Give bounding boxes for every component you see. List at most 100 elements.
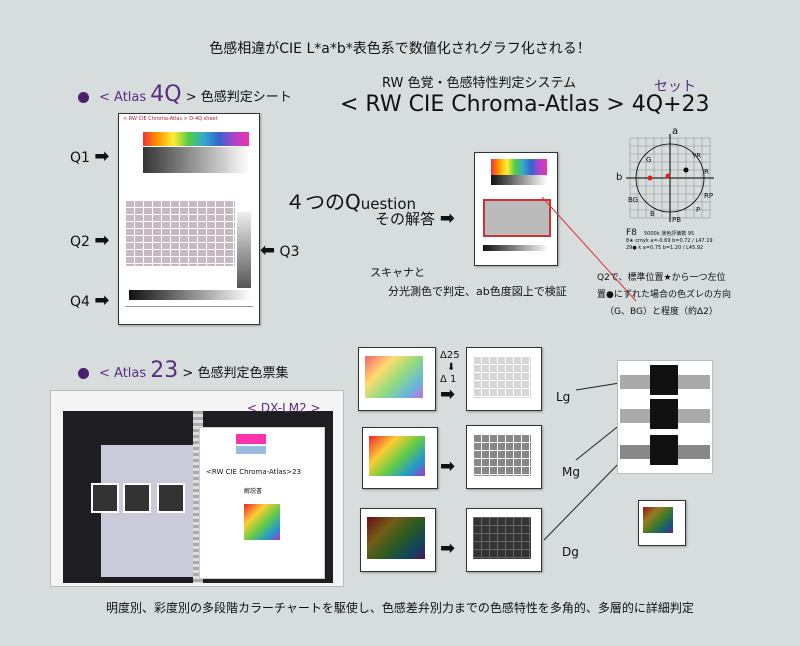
answer-q2-highlight — [483, 199, 551, 237]
f-line3: 29● k a=0.75 b=1.20 / L45.92 — [626, 245, 704, 251]
q2-label: Q2 ➡ — [70, 230, 109, 251]
q4-text: Q4 — [70, 294, 90, 310]
sheet-q2-grid — [125, 200, 235, 266]
chart-dg-color-fill — [367, 517, 425, 559]
atlas23-prefix: < Atlas — [99, 366, 151, 381]
sheet-q1-hue-strip — [143, 132, 249, 146]
f-line1: 5000k 演色評価数 95 — [644, 231, 695, 237]
q2note-line3: （G、BG）と程度（約Δ2） — [605, 307, 718, 317]
booklet-blue-tab — [236, 446, 266, 454]
chart-mg-gray — [466, 425, 542, 489]
question-prefix: ４つの — [285, 190, 345, 214]
answer-q4-strip — [483, 245, 549, 251]
dx-label: < DX-LM2 > — [247, 401, 321, 415]
binder-card-1 — [91, 483, 119, 513]
q2note-line1: Q2で、標準位置★から一つ左位 — [597, 273, 726, 283]
axis-a-label: a — [672, 126, 679, 137]
chart-lg-color — [358, 347, 436, 411]
f-label: F8 — [626, 228, 637, 238]
arrow-right-icon: ➡ — [440, 384, 456, 405]
q1-text: Q1 — [70, 150, 90, 166]
region-yr: YR — [692, 152, 702, 160]
binder-card-3 — [157, 483, 185, 513]
atlas4q-suffix: > 色感判定シート — [181, 90, 292, 105]
chart-mg-color-fill — [369, 436, 425, 476]
arrow-left-icon: ⬅ — [260, 240, 276, 261]
q3-label: ⬅ Q3 — [260, 240, 299, 261]
booklet-title: <RW CIE Chroma-Atlas>23 — [206, 468, 302, 476]
sheet-q1-gray-strip — [143, 147, 249, 173]
chart-dg-color — [360, 508, 436, 572]
group-lg: Lg — [556, 390, 571, 404]
region-pb: PB — [672, 216, 682, 224]
answer-gray-strip — [491, 175, 547, 185]
atlas4q-sheet: < RW CIE Chroma-Atlas > D-4Q sheet — [118, 113, 260, 325]
axis-b-label: b — [616, 172, 623, 183]
chart-lg-color-fill — [365, 356, 423, 398]
small-chart-fill — [643, 507, 673, 533]
question-line1: ４つのQuestion — [285, 186, 416, 215]
answer-sheet — [474, 152, 558, 266]
region-r: R — [704, 168, 709, 176]
footer-text: 明度別、彩度別の多段階カラーチャートを駆使し、色感差弁別力までの色感特性を多角的… — [106, 601, 694, 615]
set-label: セット — [654, 79, 696, 95]
system-subtitle: RW 色覚・色感特性判定システム — [382, 76, 577, 91]
chart-dg-gray-fill — [473, 517, 531, 559]
f-line2: 8★ cmyk a=-0.69 b=0.72 / L47.19 — [626, 238, 713, 244]
mount-card-1 — [650, 365, 678, 395]
ab-chart-grid — [626, 134, 714, 222]
pointer-line — [541, 196, 637, 302]
question-line2-text: その解答 — [375, 210, 436, 228]
atlas23-heading: < Atlas 23 > 色感判定色票集 — [78, 358, 288, 383]
question-suffix: uestion — [360, 195, 417, 213]
atlas23-number: 23 — [150, 358, 179, 383]
mount-card-3 — [650, 435, 678, 465]
atlas4q-heading: < Atlas 4Q > 色感判定シート — [78, 82, 292, 107]
bullet-dot-icon — [78, 368, 89, 379]
sheet-title: < RW CIE Chroma-Atlas > D-4Q sheet — [123, 116, 218, 122]
scanner-line2: 分光測色で判定、ab色度図上で検証 — [388, 285, 567, 298]
booklet-pink-tab — [236, 434, 266, 444]
scanner-line1: スキャナと — [370, 266, 425, 279]
arrow-right-icon: ➡ — [440, 538, 456, 559]
chart-mg-gray-fill — [473, 434, 531, 476]
region-rp: RP — [704, 192, 714, 200]
atlas4q-prefix: < Atlas — [99, 90, 151, 105]
shifted-point-icon — [647, 175, 653, 181]
q2note-line2: 置●にずれた場合の色ズレの方向 — [597, 290, 731, 300]
delta-bottom: Δ 1 — [440, 374, 457, 385]
q1-label: Q1 ➡ — [70, 146, 109, 167]
binder-photo: <RW CIE Chroma-Atlas>23 解説書 < DX-LM2 > — [50, 390, 344, 587]
sheet-q3-strip — [237, 212, 251, 288]
chart-dg-gray — [466, 508, 542, 572]
arrow-down-icon: ⬇ — [447, 362, 456, 373]
headline: 色感相違がCIE L*a*b*表色系で数値化されグラフ化される！ — [209, 41, 591, 57]
binder-rings — [193, 411, 203, 583]
question-q: Q — [345, 190, 361, 214]
booklet-color-chart — [244, 504, 280, 540]
region-g: G — [646, 156, 652, 164]
region-p: P — [696, 206, 701, 214]
binder-card-2 — [123, 483, 151, 513]
answer-hue-strip — [491, 159, 547, 175]
chart-lg-gray — [466, 347, 542, 411]
ab-chart: a b YR R RP P PB B BG G — [616, 126, 720, 228]
sheet-q4-strip — [129, 290, 251, 300]
small-chart-thumb — [638, 500, 686, 546]
arrow-right-icon: ➡ — [94, 230, 110, 251]
delta-top: Δ25 — [440, 350, 460, 361]
group-dg: Dg — [562, 545, 579, 559]
q2-text: Q2 — [70, 234, 90, 250]
arrow-right-icon: ➡ — [94, 146, 110, 167]
region-b: B — [650, 210, 655, 218]
card-mount-photo — [617, 360, 713, 474]
group-mg: Mg — [562, 465, 580, 479]
arrow-right-icon: ➡ — [439, 208, 455, 229]
booklet-page: <RW CIE Chroma-Atlas>23 解説書 — [199, 427, 325, 579]
q3-text: Q3 — [279, 244, 300, 260]
bullet-dot-icon — [78, 92, 89, 103]
system-title: < RW CIE Chroma-Atlas > 4Q+23 — [340, 92, 710, 117]
question-line2: その解答 ➡ — [375, 208, 455, 229]
region-bg: BG — [628, 196, 639, 204]
q4-label: Q4 ➡ — [70, 290, 109, 311]
